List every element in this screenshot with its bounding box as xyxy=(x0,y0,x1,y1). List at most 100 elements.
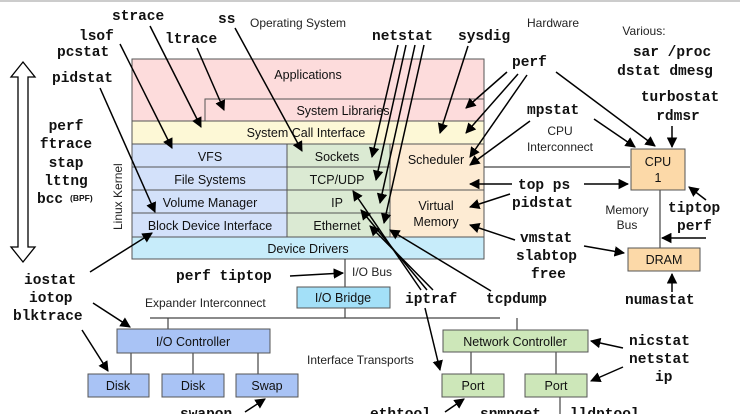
arrow-ethtool xyxy=(444,398,465,413)
arrow-strace xyxy=(149,25,202,128)
io-controller-label: I/O Controller xyxy=(156,335,230,349)
tool-lsof: lsof xyxy=(79,29,114,45)
operating-system-header: Operating System xyxy=(250,16,346,30)
port-2-box xyxy=(524,373,588,398)
io-bus-label: I/O Bus xyxy=(352,265,392,279)
arrow-netstat-4 xyxy=(380,44,425,225)
system-call-interface-label: System Call Interface xyxy=(247,126,366,140)
arrow-nicstat xyxy=(589,337,624,349)
hardware-header: Hardware xyxy=(527,16,579,30)
tool-strace: strace xyxy=(112,9,164,25)
virtual-memory-layer xyxy=(389,189,485,238)
arrow-netstat-1 xyxy=(369,44,399,159)
arrow-netstat-3 xyxy=(376,44,416,205)
interface-transports-label: Interface Transports xyxy=(307,353,414,367)
arrow-perf-1 xyxy=(465,71,508,109)
arrow-mpstat-cpu xyxy=(593,118,636,148)
tool-pidstat-right: pidstat xyxy=(512,196,573,212)
tool-swapon: swapon xyxy=(180,407,232,414)
swap-box xyxy=(235,373,299,398)
arrow-ss xyxy=(234,27,303,152)
tool-perf-left: perf xyxy=(49,119,84,135)
virtual-memory-label-2: Memory xyxy=(413,215,459,229)
tool-bcc-bpf: (BPF) xyxy=(70,193,93,203)
vfs-label: VFS xyxy=(198,150,222,164)
dram-box xyxy=(627,247,701,272)
tool-iostat: iostat xyxy=(24,273,76,289)
tcp-udp-label: TCP/UDP xyxy=(310,173,365,187)
port-1-box xyxy=(441,373,505,398)
hardware: CPU Interconnect CPU 1 Memory Bus DRAM I… xyxy=(87,124,701,398)
tool-nicstat: nicstat xyxy=(629,334,690,350)
tool-vmstat: vmstat xyxy=(520,231,572,247)
virtual-memory-label-1: Virtual xyxy=(418,199,453,213)
arrow-iostat xyxy=(89,232,153,273)
arrow-blktrace xyxy=(81,329,109,372)
tool-perf-right: perf xyxy=(677,219,712,235)
io-bridge-label: I/O Bridge xyxy=(315,291,371,305)
ethernet-label: Ethernet xyxy=(313,219,361,233)
memory-bus-label-2: Bus xyxy=(617,218,638,232)
arrow-perf-cpu xyxy=(555,71,656,147)
arrow-perf-2 xyxy=(465,73,519,134)
arrow-iptraf-3 xyxy=(369,225,434,291)
arrow-tcpdump xyxy=(389,229,492,292)
kernel-scope-double-arrow-icon xyxy=(9,60,37,264)
tool-numastat: numastat xyxy=(625,293,695,309)
arrow-perf-3 xyxy=(469,74,528,158)
cpu-number: 1 xyxy=(655,171,662,185)
arrow-mpstat-1 xyxy=(469,120,531,166)
volume-manager-label: Volume Manager xyxy=(163,196,258,210)
tool-free: free xyxy=(531,267,566,283)
tool-dstat-dmesg: dstat dmesg xyxy=(617,64,713,80)
tool-slabtop: slabtop xyxy=(516,249,577,265)
tool-perf-tiptop: perf tiptop xyxy=(176,269,272,285)
tool-sysdig: sysdig xyxy=(458,29,510,45)
arrow-vmstat xyxy=(469,223,516,241)
tool-sar-proc: sar /proc xyxy=(633,45,711,61)
tool-pcstat: pcstat xyxy=(57,45,109,61)
tool-tiptop: tiptop xyxy=(668,201,721,217)
tool-iotop: iotop xyxy=(29,291,73,307)
arrow-ltrace xyxy=(196,47,226,111)
tool-lldptool: lldptool xyxy=(570,407,640,414)
disk-1-box xyxy=(87,373,150,398)
tool-netstat-bottom: netstat xyxy=(629,352,690,368)
tool-perf-top: perf xyxy=(512,55,547,71)
tool-labels: strace ss lsof pcstat ltrace pidstat net… xyxy=(13,9,721,414)
tool-netstat-top: netstat xyxy=(372,29,433,45)
tool-ltrace: ltrace xyxy=(165,32,217,48)
scheduler-label: Scheduler xyxy=(408,153,464,167)
system-libraries-label: System Libraries xyxy=(296,104,389,118)
cpu-box xyxy=(630,148,686,191)
tool-rdmsr: rdmsr xyxy=(656,109,700,125)
applications-label: Applications xyxy=(274,68,341,82)
tool-stap: stap xyxy=(49,156,84,172)
tool-turbostat: turbostat xyxy=(641,90,719,106)
arrow-slabtop xyxy=(583,245,626,257)
tool-ftrace: ftrace xyxy=(40,137,92,153)
tool-blktrace: blktrace xyxy=(13,309,83,325)
io-bridge-box xyxy=(296,286,391,309)
arrow-tiptop xyxy=(688,186,707,201)
tool-bcc: bcc xyxy=(37,192,63,208)
arrow-swapon xyxy=(244,398,266,413)
swap-label: Swap xyxy=(251,379,282,393)
arrow-sysdig xyxy=(437,45,469,134)
tool-snmpget: snmpget xyxy=(480,407,541,414)
expander-interconnect-label: Expander Interconnect xyxy=(145,296,266,310)
io-controller-box xyxy=(116,328,271,354)
arrow-lsof xyxy=(119,43,173,149)
device-drivers-label: Device Drivers xyxy=(267,242,348,256)
tool-pidstat-left: pidstat xyxy=(52,71,113,87)
port-1-label: Port xyxy=(462,379,485,393)
cpu-interconnect-label-2: Interconnect xyxy=(527,140,594,154)
tool-ss: ss xyxy=(218,12,235,28)
arrow-perf-tiptop xyxy=(289,268,345,279)
arrow-netstat-2 xyxy=(372,44,407,182)
disk-2-label: Disk xyxy=(181,379,206,393)
memory-bus-label-1: Memory xyxy=(605,203,648,217)
os-stack: Applications System Libraries System Cal… xyxy=(131,58,485,260)
sockets-label: Sockets xyxy=(315,150,359,164)
